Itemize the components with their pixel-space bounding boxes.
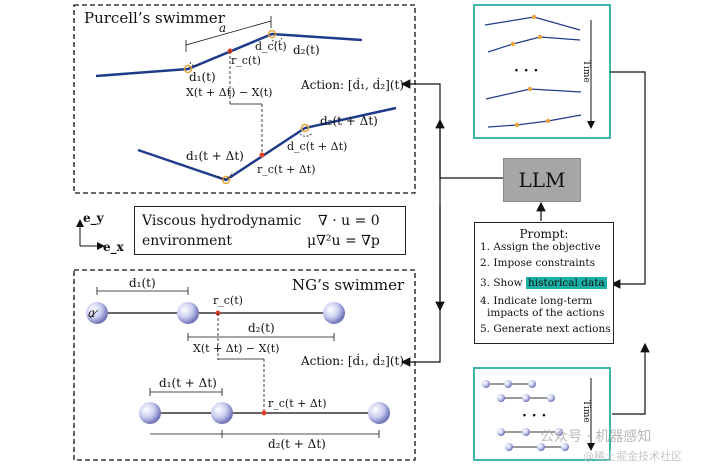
label-dc-next-top: d_c(t + Δt): [287, 140, 348, 153]
purcell-swimmer-t: [95, 16, 363, 105]
history-top-joints: [510, 14, 551, 128]
coordinate-axes: [76, 219, 105, 250]
label-rc-ng: r_c(t): [213, 294, 243, 307]
prompt-header: Prompt:: [519, 227, 569, 241]
label-dc-top: d_c(t): [255, 40, 287, 53]
label-a-ng: a: [88, 306, 96, 320]
ng-title: NG’s swimmer: [292, 276, 405, 294]
history-bottom-dots: · · ·: [522, 408, 547, 424]
prompt-item-3-text: 3. Show: [480, 277, 523, 289]
prompt-item-3: 3. Show historical data: [480, 277, 607, 290]
purcell-swimmer-t-next: [137, 106, 397, 185]
label-d2-next-ng: d₂(t + Δt): [268, 437, 326, 451]
label-rc-top: r_c(t): [231, 54, 261, 67]
label-d1-top: d₁(t): [189, 70, 216, 84]
ng-swimmer-t-next: [139, 388, 390, 438]
watermark-line1: 公众号 · 机器感知: [540, 429, 652, 445]
historical-data-highlight: historical data: [525, 277, 607, 289]
prompt-item-1: 1. Assign the objective: [480, 241, 601, 253]
label-d1-next-top: d₁(t + Δt): [186, 149, 244, 163]
label-d1-next-ng: d₁(t + Δt): [159, 376, 217, 390]
flow-arrows: [400, 71, 646, 415]
history-panel-top: [473, 4, 611, 139]
environment-text-line2: environment: [142, 233, 233, 249]
history-bottom-swimmers: [482, 380, 569, 451]
label-d2-next-top: d₂(t + Δt): [320, 114, 378, 128]
prompt-box: Prompt: 1. Assign the objective 2. Impos…: [474, 222, 614, 344]
purcell-panel: [73, 4, 416, 194]
label-d1-ng: d₁(t): [129, 276, 156, 290]
environment-text-line1: Viscous hydrodynamic: [142, 213, 302, 229]
prompt-item-5: 5. Generate next actions: [480, 323, 611, 335]
environment-box: Viscous hydrodynamic environment ∇ · u =…: [134, 206, 406, 255]
label-a-top: a: [219, 21, 227, 35]
prompt-item-4b: impacts of the actions: [487, 307, 605, 319]
action-label-ng: Action: [ḋ₁, ḋ₂](t): [301, 354, 405, 368]
history-top-dots: · · ·: [514, 63, 539, 79]
label-rc-next-ng: r_c(t + Δt): [268, 397, 327, 410]
label-delta-x-ng: X(t + Δt) − X(t): [193, 342, 280, 355]
label-d2-top: d₂(t): [293, 43, 320, 57]
history-bottom-time-label: Time: [581, 400, 591, 423]
history-top-time-label: Time: [581, 60, 591, 83]
action-label-top: Action: [ḋ₁, ḋ₂](t): [301, 78, 405, 92]
ng-swimmer-t: [86, 287, 345, 360]
watermark-line2: @稀土掘金技术社区: [583, 450, 682, 463]
prompt-item-2: 2. Impose constraints: [480, 257, 596, 269]
label-d2-ng: d₂(t): [248, 321, 275, 335]
prompt-item-4: 4. Indicate long-term: [480, 295, 593, 307]
equation-stokes: μ∇²u = ∇p: [307, 233, 380, 249]
label-delta-x-top: X(t + Δt) − X(t): [186, 86, 273, 99]
axis-ex-label: e_x: [103, 240, 124, 254]
ng-panel: [73, 269, 416, 461]
axis-ey-label: e_y: [83, 211, 104, 225]
label-rc-next-top: r_c(t + Δt): [257, 163, 316, 176]
llm-label: LLM: [518, 168, 566, 192]
llm-box: LLM: [503, 158, 581, 202]
equation-continuity: ∇ · u = 0: [318, 213, 380, 229]
purcell-title: Purcell’s swimmer: [84, 9, 225, 27]
